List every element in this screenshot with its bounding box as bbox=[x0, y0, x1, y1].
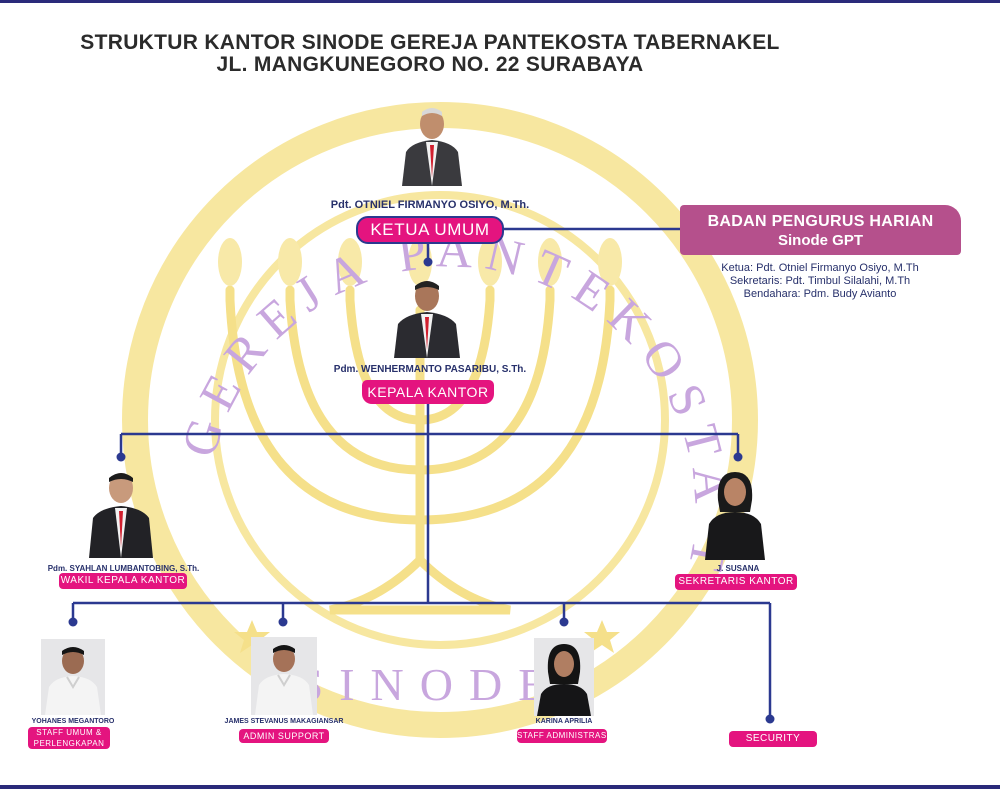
ketua-umum-role: KETUA UMUM bbox=[356, 216, 504, 244]
bph-ketua: Ketua: Pdt. Otniel Firmanyo Osiyo, M.Th bbox=[721, 262, 919, 274]
person-shirt-icon bbox=[255, 645, 313, 715]
staff-adm-name: KARINA APRILIA bbox=[535, 718, 593, 725]
person-woman-icon bbox=[705, 472, 765, 560]
staff-umum-role: STAFF UMUM & PERLENGKAPAN bbox=[28, 727, 110, 749]
wakil-photo bbox=[86, 464, 156, 558]
menorah-flames bbox=[218, 238, 622, 286]
sekretaris-photo bbox=[702, 466, 768, 560]
person-suit-icon bbox=[402, 108, 462, 186]
person-suit-icon bbox=[89, 473, 153, 558]
page-title: STRUKTUR KANTOR SINODE GEREJA PANTEKOSTA… bbox=[80, 31, 780, 54]
staff-umum-name: YOHANES MEGANTORO bbox=[31, 718, 115, 725]
person-suit-icon bbox=[394, 281, 460, 358]
bph-box: BADAN PENGURUS HARIAN Sinode GPT bbox=[680, 205, 961, 255]
kepala-kantor-name: Pdm. WENHERMANTO PASARIBU, S.Th. bbox=[333, 364, 527, 375]
wakil-name: Pdm. SYAHLAN LUMBANTOBING, S.Th. bbox=[47, 564, 200, 573]
person-woman-icon bbox=[537, 644, 591, 716]
person-shirt-icon bbox=[45, 647, 101, 715]
admin-photo bbox=[251, 637, 317, 715]
staff-umum-role-line1: STAFF UMUM & bbox=[36, 728, 102, 737]
bph-subtitle: Sinode GPT bbox=[777, 232, 863, 249]
bottom-border bbox=[0, 785, 1000, 789]
security-role: SECURITY bbox=[729, 731, 817, 747]
staff-umum-role-line2: PERLENGKAPAN bbox=[33, 739, 105, 748]
sekretaris-role: SEKRETARIS KANTOR bbox=[675, 574, 797, 590]
page-subtitle: JL. MANGKUNEGORO NO. 22 SURABAYA bbox=[216, 53, 644, 76]
bph-title: BADAN PENGURUS HARIAN bbox=[707, 213, 934, 230]
staff-umum-photo bbox=[41, 639, 105, 715]
wakil-role: WAKIL KEPALA KANTOR bbox=[59, 573, 187, 589]
bph-sekretaris: Sekretaris: Pdt. Timbul Silalahi, M.Th bbox=[729, 275, 911, 287]
admin-role: ADMIN SUPPORT bbox=[239, 729, 329, 743]
ketua-umum-photo bbox=[398, 100, 466, 186]
ketua-umum-name: Pdt. OTNIEL FIRMANYO OSIYO, M.Th. bbox=[330, 199, 530, 211]
top-border bbox=[0, 0, 1000, 3]
staff-adm-photo bbox=[534, 638, 594, 716]
watermark-bottom-text: SINODE bbox=[298, 659, 563, 710]
kepala-kantor-role: KEPALA KANTOR bbox=[362, 380, 494, 404]
kepala-kantor-photo bbox=[390, 272, 464, 358]
admin-name: JAMES STEVANUS MAKAGIANSAR bbox=[224, 718, 344, 725]
sekretaris-name: J. SUSANA bbox=[716, 564, 760, 573]
staff-adm-role: STAFF ADMINISTRASI bbox=[517, 729, 609, 743]
bph-bendahara: Bendahara: Pdm. Budy Avianto bbox=[743, 288, 897, 300]
